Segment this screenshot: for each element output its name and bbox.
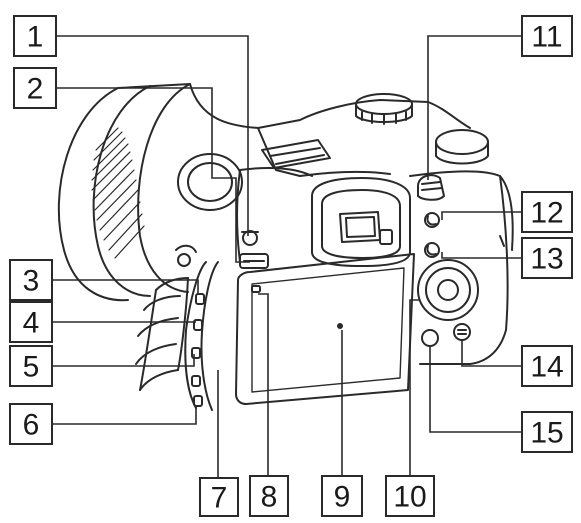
callout-box-10: [385, 475, 435, 517]
callout-box-14: [521, 345, 573, 387]
callout-label-13: 13: [530, 243, 563, 276]
callout-box-8: [249, 475, 289, 517]
callout-label-11: 11: [531, 21, 562, 54]
callout-box-4: [9, 301, 53, 343]
callout-label-10: 10: [393, 481, 426, 514]
right-controls: [417, 174, 505, 347]
callout-label-9: 9: [334, 481, 351, 514]
callout-numbers: 1 2 3 4 5 6 7 8 9 10 11 12 13 14 15: [23, 21, 564, 515]
callout-label-4: 4: [23, 307, 40, 340]
callout-box-1: [13, 15, 57, 57]
callout-boxes: [9, 15, 573, 517]
callout-box-15: [521, 411, 573, 453]
side-dial: [177, 153, 243, 211]
callout-box-12: [521, 191, 573, 233]
top-left-buttons: [239, 230, 269, 269]
lens-grip-texture: [91, 127, 145, 259]
callout-label-8: 8: [261, 481, 278, 514]
callout-label-6: 6: [23, 409, 40, 442]
callout-label-5: 5: [23, 351, 40, 384]
side-terminals: [135, 244, 219, 411]
callout-label-7: 7: [211, 482, 228, 515]
callout-box-6: [9, 403, 53, 445]
lens-barrel: [57, 83, 191, 302]
callout-box-2: [13, 67, 57, 109]
callout-label-1: 1: [27, 21, 44, 54]
callout-label-12: 12: [530, 197, 563, 230]
callout-box-11: [521, 15, 573, 57]
lcd-monitor: [235, 253, 415, 405]
eyepiece: [311, 177, 411, 267]
callout-box-3: [9, 259, 53, 301]
callout-box-7: [199, 477, 239, 517]
callout-box-13: [521, 237, 573, 279]
camera-illustration: [57, 83, 514, 411]
callout-box-9: [321, 475, 363, 517]
callout-box-5: [9, 345, 53, 387]
callout-label-3: 3: [23, 265, 40, 298]
top-body: [189, 83, 489, 177]
callout-label-2: 2: [27, 73, 44, 106]
callout-label-14: 14: [530, 351, 563, 384]
callout-label-15: 15: [530, 417, 563, 450]
leader-lines: [52, 35, 522, 480]
